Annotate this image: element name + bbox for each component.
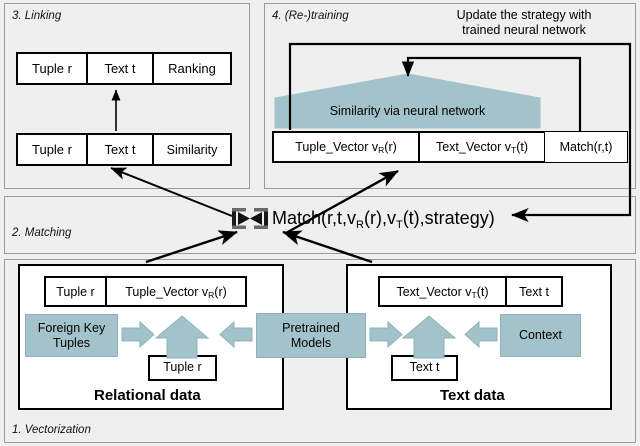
- text-vector-tail: (t): [516, 140, 529, 154]
- text-under-box-text: Text t: [391, 355, 458, 381]
- foreign-key-tuples-box: Foreign Key Tuples: [25, 314, 118, 357]
- panel-vectorization-label: 1. Vectorization: [12, 424, 91, 436]
- relational-data-caption: Relational data: [94, 387, 201, 404]
- text-data-caption: Text data: [440, 387, 505, 404]
- match-expression-tail: (t),strategy): [402, 208, 495, 228]
- text-vector-sub2: T: [471, 289, 477, 300]
- linking-top-row: Tuple r Text t Ranking: [16, 52, 232, 85]
- match-expression-mid: (r),v: [363, 208, 396, 228]
- text-cell-text-label: Text t: [519, 284, 549, 299]
- text-vector-text: Text_Vector v: [435, 140, 512, 154]
- linking-bottom-cell-text: Text t: [86, 133, 154, 166]
- relational-tuple-vector-text: Tuple_Vector v: [125, 284, 209, 299]
- relational-tuple-text: Tuple r: [56, 284, 95, 299]
- similarity-trapezoid-label: Similarity via neural network: [329, 104, 486, 118]
- match-expression-sub2: T: [395, 219, 403, 231]
- relational-tuple-vector-sub: R: [208, 289, 215, 300]
- linking-bottom-row: Tuple r Text t Similarity: [16, 133, 232, 166]
- pretrained-models-line2: Models: [290, 335, 332, 350]
- linking-bottom-cell-similarity: Similarity: [152, 133, 232, 166]
- linking-top-cell-ranking: Ranking: [152, 52, 232, 85]
- relational-tuple-vector-tail: (r): [214, 284, 227, 299]
- foreign-key-tuples-line2: Tuples: [52, 335, 91, 350]
- update-strategy-note-line2: trained neural network: [462, 22, 586, 37]
- relational-cell-tuple: Tuple r: [44, 276, 107, 307]
- linking-top-cell-tuple: Tuple r: [16, 52, 88, 85]
- update-strategy-note: Update the strategy with trained neural …: [428, 8, 620, 38]
- text-vector-sub: T: [511, 145, 517, 155]
- match-expression-base: Match(r,t,v: [272, 208, 357, 228]
- linking-bottom-cell-tuple: Tuple r: [16, 133, 88, 166]
- panel-linking-label: 3. Linking: [12, 10, 62, 22]
- foreign-key-tuples-line1: Foreign Key: [37, 321, 106, 336]
- match-expression: Match(r,t,vR(r),vT(t),strategy): [272, 208, 495, 231]
- panel-retraining-label: 4. (Re-)training: [272, 10, 349, 22]
- pretrained-models-line1: Pretrained: [282, 321, 340, 336]
- tuple-vector-tail: (r): [384, 140, 397, 154]
- match-expression-sub1: R: [356, 219, 364, 231]
- retraining-cell-match: Match(r,t): [544, 131, 628, 163]
- relational-under-box-tuple: Tuple r: [148, 355, 217, 381]
- linking-top-cell-text: Text t: [86, 52, 154, 85]
- text-cell-text: Text t: [505, 276, 563, 307]
- text-vector-tail2: (t): [476, 284, 489, 299]
- update-strategy-note-line1: Update the strategy with: [456, 8, 592, 22]
- tuple-vector-text: Tuple_Vector v: [295, 140, 379, 154]
- pretrained-models-box: Pretrained Models: [256, 313, 366, 358]
- text-vector-base: Text_Vector v: [396, 284, 472, 299]
- tuple-vector-sub: R: [378, 145, 385, 155]
- context-box: Context: [500, 314, 581, 357]
- match-rt-text: Match(r,t): [559, 140, 613, 154]
- panel-matching-label: 2. Matching: [12, 227, 72, 239]
